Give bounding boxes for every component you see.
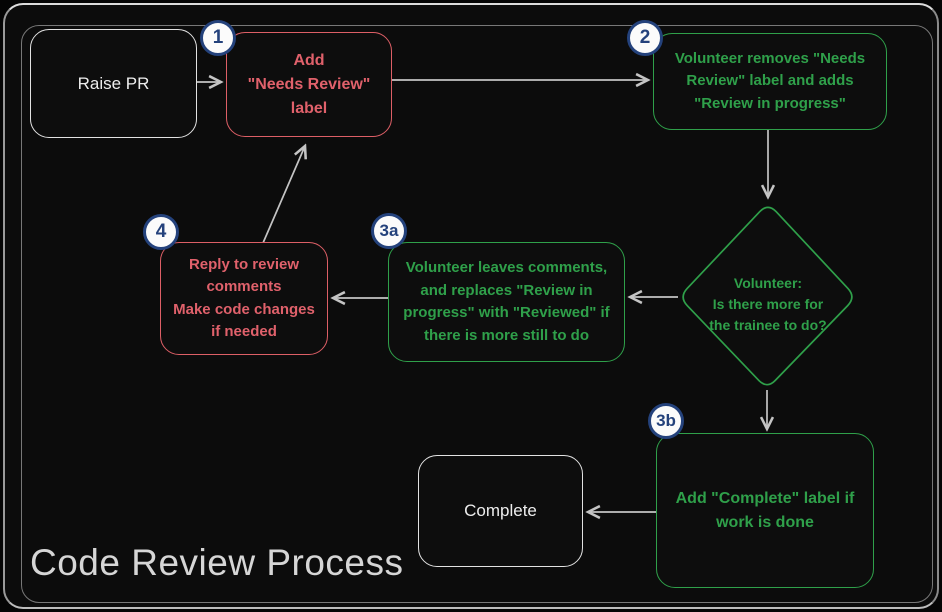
decision-label-text: Volunteer: Is there more for the trainee… <box>709 275 827 333</box>
step-badge-4: 4 <box>143 214 179 250</box>
node-add-complete-label: Add "Complete" label if work is done <box>656 433 874 588</box>
node-volunteer-removes-label: Volunteer removes "Needs Review" label a… <box>653 33 887 130</box>
step-badge-3a-number: 3a <box>379 221 399 240</box>
node-raise-pr: Raise PR <box>30 29 197 138</box>
step-badge-1: 1 <box>200 20 236 56</box>
node-complete-label: Complete <box>464 501 537 520</box>
node-reply-to-review-comments: Reply to review comments Make code chang… <box>160 242 328 355</box>
node-step4-label: Reply to review comments Make code chang… <box>173 255 315 341</box>
step-badge-2-number: 2 <box>639 27 651 48</box>
step-badge-2: 2 <box>627 20 663 56</box>
node-complete: Complete <box>418 455 583 567</box>
node-decision-volunteer-question: Volunteer: Is there more for the trainee… <box>672 252 864 336</box>
node-add-needs-review-label: Add "Needs Review" label <box>226 32 392 137</box>
node-step2-label: Volunteer removes "Needs Review" label a… <box>674 49 866 112</box>
node-volunteer-leaves-comments: Volunteer leaves comments, and replaces … <box>388 242 625 362</box>
node-step3b-label: Add "Complete" label if work is done <box>675 489 855 531</box>
step-badge-4-number: 4 <box>155 221 167 242</box>
step-badge-3a: 3a <box>371 213 407 249</box>
node-step3a-label: Volunteer leaves comments, and replaces … <box>403 259 610 344</box>
step-badge-1-number: 1 <box>212 27 224 48</box>
step-badge-3b-number: 3b <box>656 411 676 430</box>
inner-frame-border <box>21 25 933 603</box>
page-title: Code Review Process <box>30 542 404 583</box>
step-badge-3b: 3b <box>648 403 684 439</box>
node-raise-pr-label: Raise PR <box>77 73 150 93</box>
node-step1-label: Add "Needs Review" label <box>247 51 371 117</box>
